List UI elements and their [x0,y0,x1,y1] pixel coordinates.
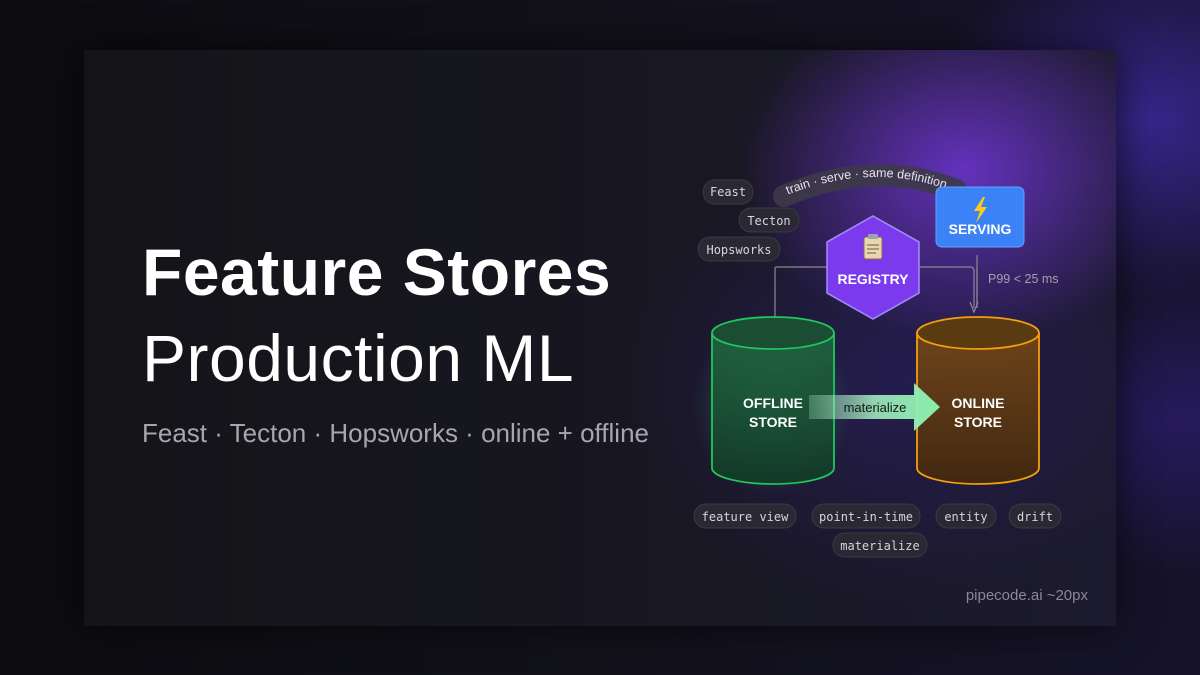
online-store-line2: STORE [954,414,1002,430]
tool-chip-tecton: Tecton [738,207,800,233]
connector-lines [774,255,979,321]
clipboard-icon [863,234,883,260]
tool-chip-hopsworks: Hopsworks [697,236,781,262]
tag-drift: drift [1008,503,1062,529]
tool-chip-label: Hopsworks [706,243,771,257]
tool-chip-feast: Feast [702,179,754,205]
tag-label: drift [1017,510,1053,524]
lightning-icon [974,197,987,223]
title-line-2: Production ML [142,321,575,395]
tag-feature-view: feature view [693,503,797,529]
tool-chip-label: Feast [710,185,746,199]
tag-point-in-time: point-in-time [811,503,921,529]
offline-store-line1: OFFLINE [743,395,803,411]
latency-label: P99 < 25 ms [988,272,1059,286]
tag-label: materialize [840,539,919,553]
tag-label: feature view [702,510,789,524]
tool-chip-label: Tecton [747,214,790,228]
online-store-line1: ONLINE [952,395,1005,411]
train-serve-arc: train · serve · same definition [773,164,967,207]
registry-node: REGISTRY [826,215,920,320]
tag-materialize: materialize [832,532,928,558]
tag-label: point-in-time [819,510,913,524]
watermark: pipecode.ai ~20px [965,587,1088,604]
offline-store: OFFLINE STORE [693,316,853,496]
offline-store-line2: STORE [749,414,797,430]
hero-card: Feature Stores Production ML Feast · Tec… [84,50,1116,626]
materialize-arrow: materialize [809,383,940,431]
registry-label: REGISTRY [837,271,909,287]
subtitle: Feast · Tecton · Hopsworks · online + of… [142,418,649,448]
online-store: ONLINE STORE [916,316,1040,485]
materialize-arrow-label: materialize [844,400,907,415]
tag-label: entity [944,510,987,524]
feature-store-diagram: Feast Tecton Hopsworks train · serve · s… [693,164,1062,558]
serving-node: SERVING [935,186,1025,248]
tag-entity: entity [935,503,997,529]
serving-label: SERVING [949,221,1012,237]
title-line-1: Feature Stores [142,235,612,309]
